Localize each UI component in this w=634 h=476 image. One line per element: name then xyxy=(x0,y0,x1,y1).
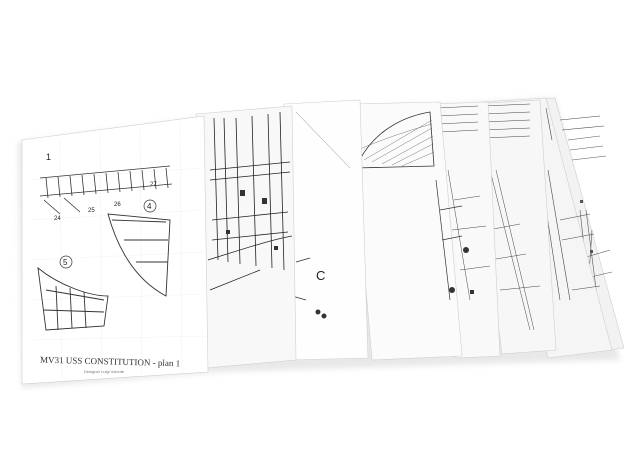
bow-drawing xyxy=(37,266,109,331)
callout-27: 27 xyxy=(150,182,157,188)
sheet-hull xyxy=(349,101,463,361)
sheet-c: C xyxy=(283,99,369,361)
sheet-plan-1: 4 5 1 24 25 26 27 xyxy=(21,115,209,385)
sheet-rigging xyxy=(195,105,297,369)
callout-5: 5 xyxy=(63,258,68,267)
callout-4: 4 xyxy=(147,202,152,211)
callout-26: 26 xyxy=(114,202,121,208)
sheet-letter: C xyxy=(316,268,325,283)
callout-25: 25 xyxy=(88,208,95,214)
keel-drawing xyxy=(107,213,171,297)
callout-1: 1 xyxy=(46,152,51,162)
plan-subtitle: Designer Luigi Volonté xyxy=(84,369,125,374)
frames-drawing xyxy=(39,165,173,215)
callout-24: 24 xyxy=(54,216,61,222)
